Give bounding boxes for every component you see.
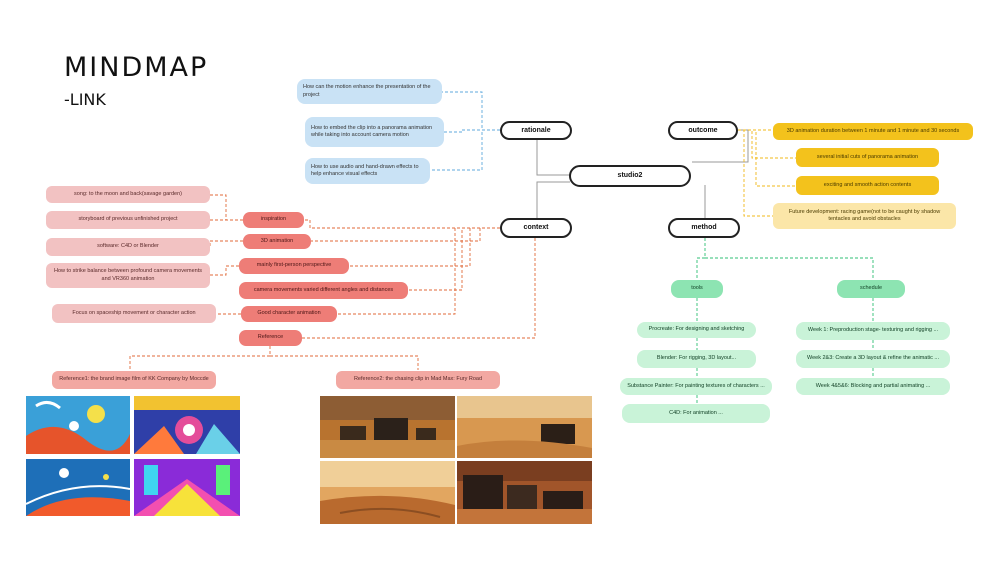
- tools-item[interactable]: C4D: For animation ...: [622, 404, 770, 423]
- page-title: MINDMAP: [64, 52, 209, 83]
- page-subtitle: -LINK: [64, 90, 106, 109]
- schedule-item[interactable]: Week 1: Preproduction stage- texturing a…: [796, 322, 950, 340]
- hub-studio2[interactable]: studio2: [569, 165, 691, 187]
- reference-1-image: [26, 396, 130, 454]
- reference-2-label[interactable]: Reference2: the chasing clip in Mad Max:…: [336, 371, 500, 389]
- outcome-item[interactable]: exciting and smooth action contents: [796, 176, 939, 195]
- reference-2-image: [320, 461, 455, 524]
- context-detail-item[interactable]: song: to the moon and back(savage garden…: [46, 186, 210, 203]
- context-detail-item[interactable]: storyboard of previous unfinished projec…: [46, 211, 210, 229]
- hub-context[interactable]: context: [500, 218, 572, 238]
- rationale-item[interactable]: How to embed the clip into a panorama an…: [305, 117, 444, 147]
- reference-1-image: [26, 459, 130, 516]
- tools-item[interactable]: Substance Painter: For painting textures…: [620, 378, 772, 395]
- outcome-item[interactable]: several initial cuts of panorama animati…: [796, 148, 939, 167]
- schedule-item[interactable]: Week 2&3: Create a 3D layout & refine th…: [796, 350, 950, 368]
- schedule-item[interactable]: Week 4&5&6: Blocking and partial animati…: [796, 378, 950, 395]
- rationale-item[interactable]: How can the motion enhance the presentat…: [297, 79, 442, 104]
- context-detail-item[interactable]: software: C4D or Blender: [46, 238, 210, 256]
- reference-1-label[interactable]: Reference1: the brand image film of KK C…: [52, 371, 216, 389]
- outcome-item[interactable]: Future development: racing game(not to b…: [773, 203, 956, 229]
- tools-item[interactable]: Procreate: For designing and sketching: [637, 322, 756, 338]
- hub-method[interactable]: method: [668, 218, 740, 238]
- reference-2-image: [457, 461, 592, 524]
- context-item-3d-animation[interactable]: 3D animation: [243, 234, 311, 249]
- context-item-perspective[interactable]: mainly first-person perspective: [239, 258, 349, 274]
- context-item-camera[interactable]: camera movements varied different angles…: [239, 282, 408, 299]
- reference-1-image: [134, 396, 240, 454]
- context-item-inspiration[interactable]: inspiration: [243, 212, 304, 228]
- reference-1-image: [134, 459, 240, 516]
- method-branch-schedule[interactable]: schedule: [837, 280, 905, 298]
- context-item-character-animation[interactable]: Good character animation: [241, 306, 337, 322]
- context-detail-item[interactable]: Focus on spaceship movement or character…: [52, 304, 216, 323]
- reference-2-image: [320, 396, 455, 458]
- outcome-item[interactable]: 3D animation duration between 1 minute a…: [773, 123, 973, 140]
- method-branch-tools[interactable]: tools: [671, 280, 723, 298]
- rationale-item[interactable]: How to use audio and hand-drawn effects …: [305, 158, 430, 184]
- context-item-reference[interactable]: Reference: [239, 330, 302, 346]
- reference-2-image: [457, 396, 592, 458]
- hub-outcome[interactable]: outcome: [668, 121, 738, 140]
- context-detail-item[interactable]: How to strike balance between profound c…: [46, 263, 210, 288]
- hub-rationale[interactable]: rationale: [500, 121, 572, 140]
- tools-item[interactable]: Blender: For rigging, 3D layout...: [637, 350, 756, 368]
